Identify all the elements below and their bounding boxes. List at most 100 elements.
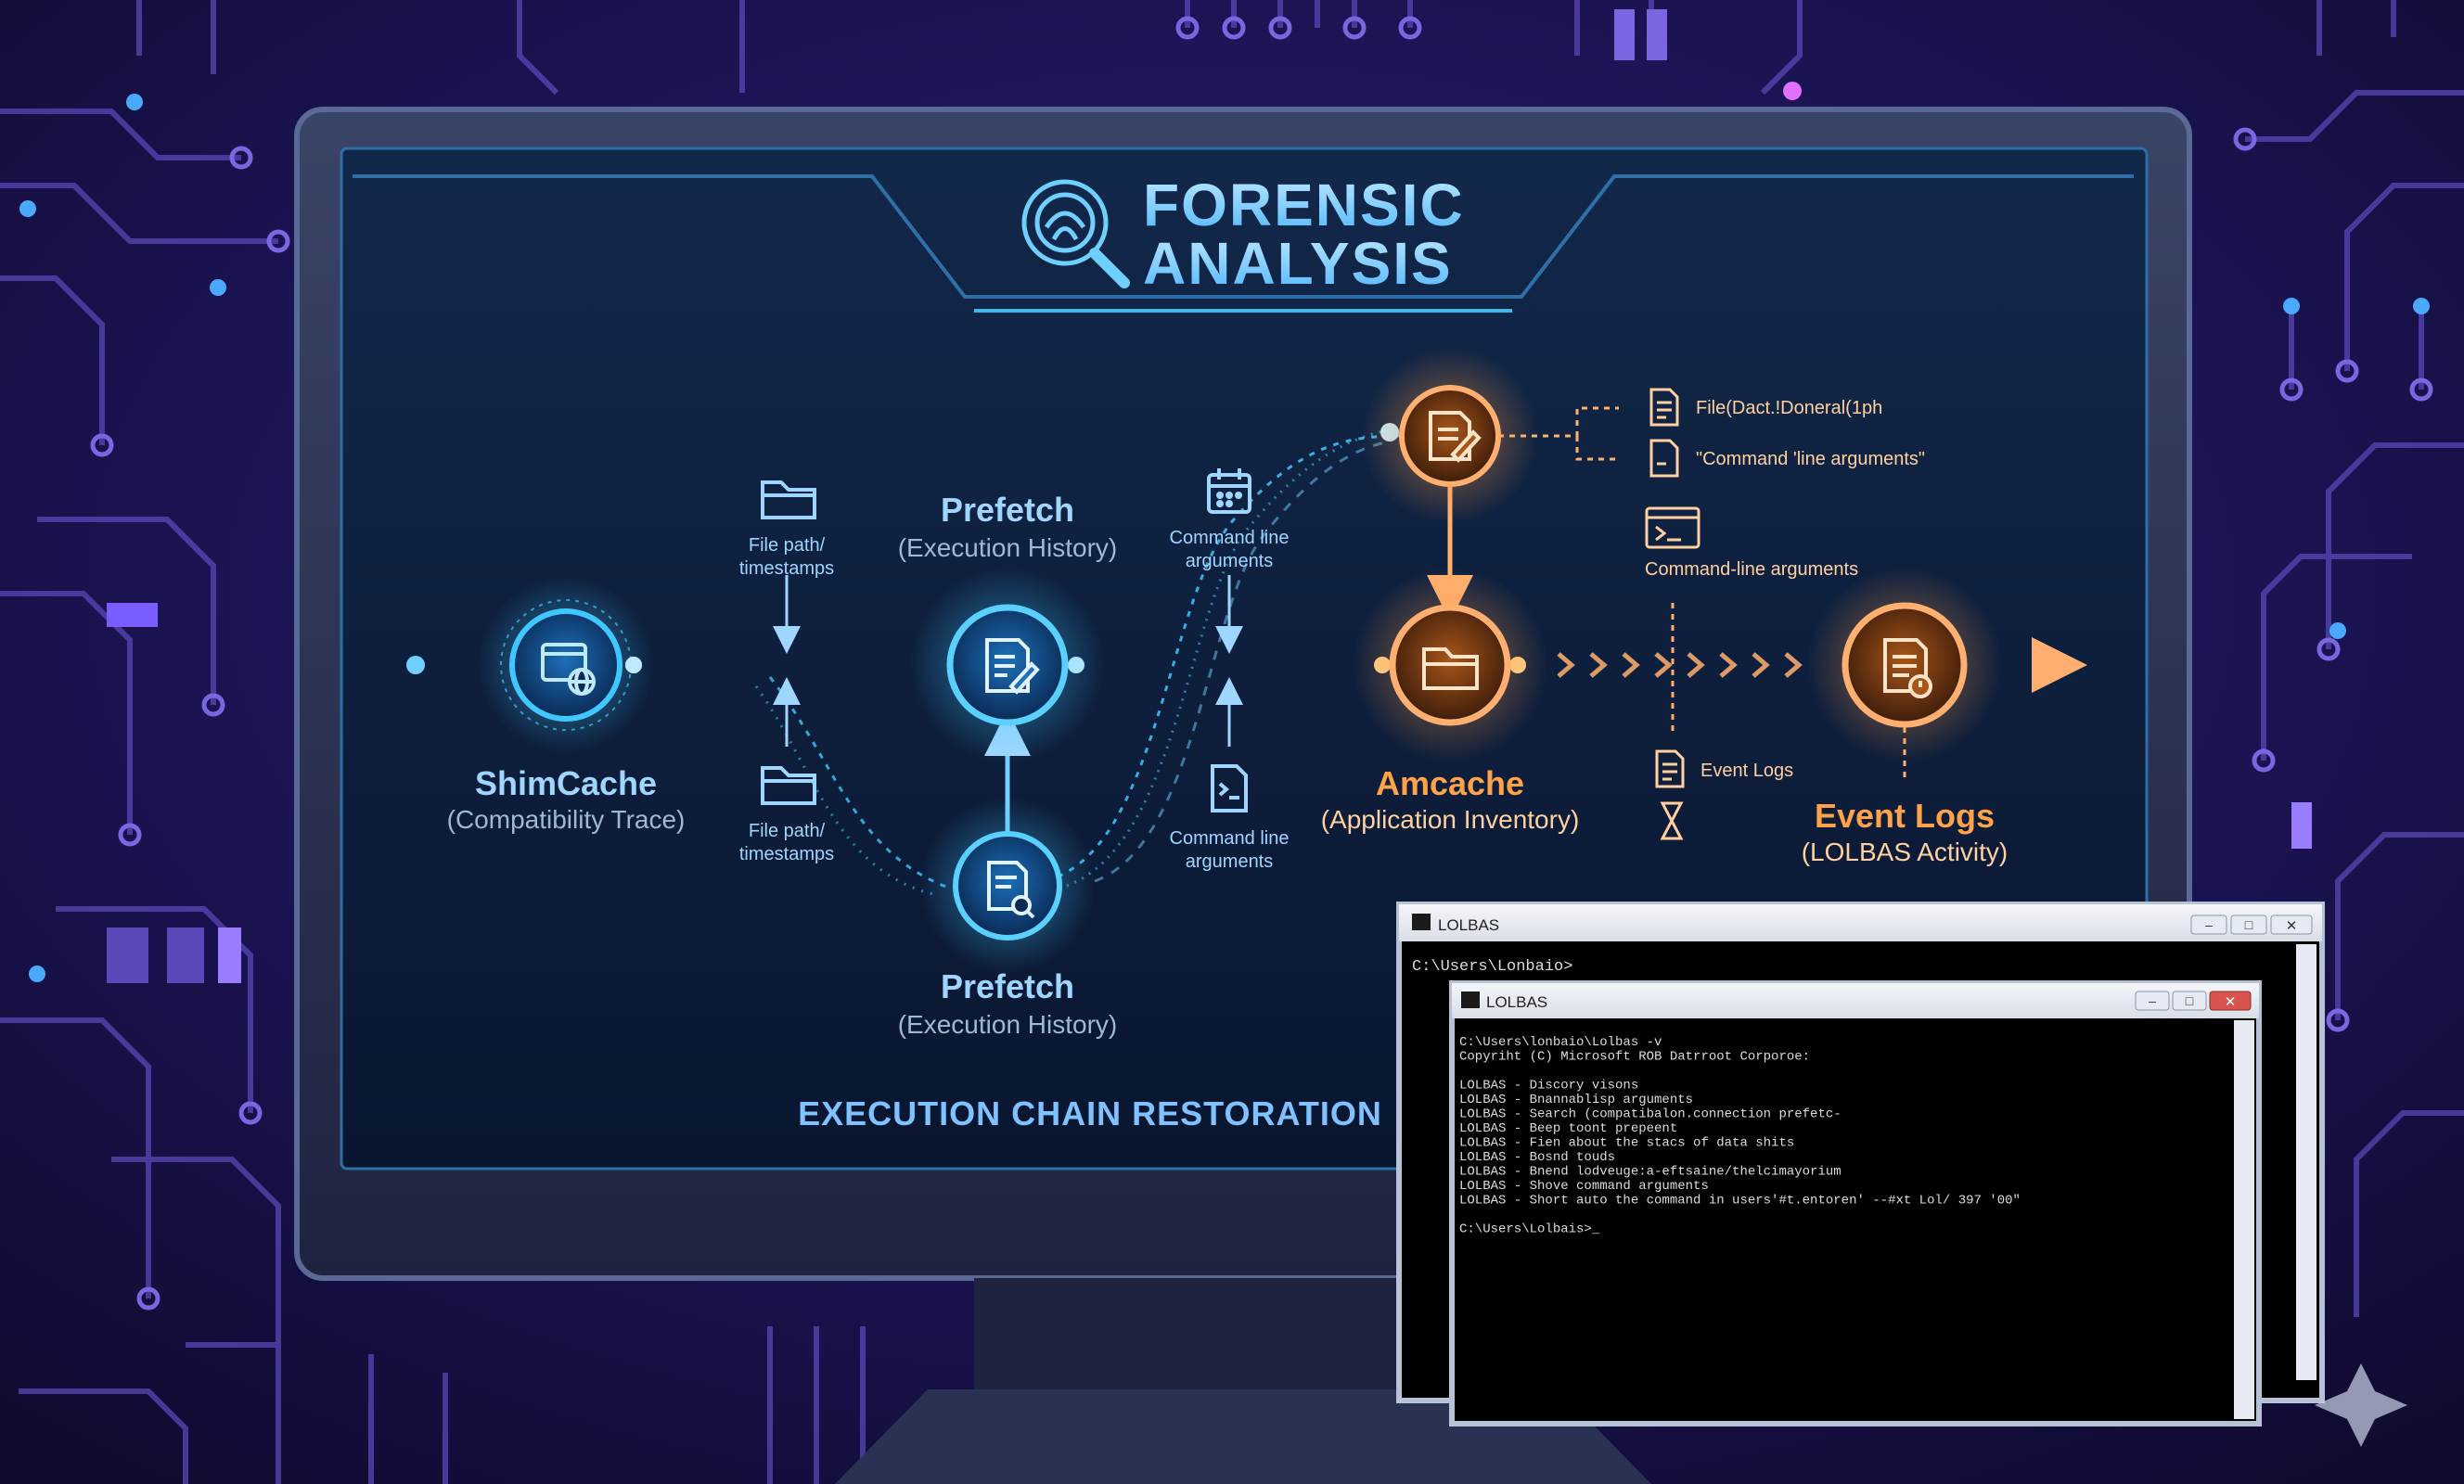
console-line: C:\Users\lonbaio\Lolbas -v <box>1459 1035 1662 1050</box>
flow-curves <box>754 427 1402 897</box>
chip-right <box>2291 802 2312 849</box>
circuit-lights-right <box>2283 298 2430 639</box>
circuit-lights-left <box>19 94 226 982</box>
shimcache-dot <box>625 657 642 673</box>
console-back-scrollbar[interactable] <box>2296 944 2316 1380</box>
console-line: Copyriht (C) Microsoft ROB Datrroot Corp… <box>1459 1050 1810 1065</box>
event-logs-title: Event Logs <box>1815 797 1995 835</box>
front-maximize-button[interactable] <box>2172 991 2207 1011</box>
cmd-quoted-label: "Command 'line arguments" <box>1696 449 1925 469</box>
cmd-top-line1: Command line <box>1170 528 1290 548</box>
console-line: C:\Users\Lolbais>_ <box>1459 1222 1600 1237</box>
document-icon-eventlog <box>1655 749 1685 788</box>
document-icon-file <box>1649 388 1679 427</box>
timeline-start-dot <box>406 656 425 674</box>
chip-top <box>1614 9 1635 60</box>
console-window-front[interactable]: LOLBAS – □ ✕ C:\Users\lonbaio\Lolbas -vC… <box>1449 980 2262 1426</box>
circuit-pattern-right <box>2245 0 2464 1317</box>
amcache-subtitle: (Application Inventory) <box>1321 805 1580 834</box>
front-minimize-icon: – <box>2149 993 2156 1008</box>
cmd-top-line2: arguments <box>1186 551 1274 571</box>
sparkle-icon <box>2315 1363 2407 1447</box>
fingerprint-magnifier-icon <box>1021 179 1130 288</box>
maximize-button[interactable] <box>2230 915 2267 935</box>
cmd-window-icon-front <box>1461 991 1480 1008</box>
chip-left-4 <box>218 928 241 983</box>
chip-left <box>107 603 158 627</box>
terminal-icon-orange <box>1645 506 1700 549</box>
circuit-nodes-top <box>1175 16 1422 40</box>
minimize-button[interactable] <box>2190 915 2227 935</box>
shimcache-title: ShimCache <box>475 764 657 802</box>
header-frame <box>501 174 2134 299</box>
console-line: LOLBAS - Search (compatibalon.connection… <box>1459 1107 1842 1122</box>
document-edit-icon <box>985 638 1040 695</box>
browser-globe-icon <box>541 643 596 696</box>
circuit-nodes-right <box>2233 127 2433 1032</box>
document-alert-icon <box>1883 638 1932 698</box>
close-button[interactable] <box>2270 915 2313 935</box>
console-back-line: C:\Users\Lonbaio> <box>1412 958 1572 976</box>
filepath-top-line1: File path/ <box>749 535 826 556</box>
console-line: LOLBAS - Bnannablisp arguments <box>1459 1093 1693 1107</box>
chip-left-2 <box>107 928 148 983</box>
maximize-icon: □ <box>2245 917 2253 932</box>
filepath-bottom-line2: timestamps <box>739 844 834 864</box>
cmd-window-icon <box>1412 914 1431 930</box>
close-icon: ✕ <box>2286 918 2298 934</box>
document-icon-cmd <box>1649 439 1679 478</box>
console-line: LOLBAS - Discory visons <box>1459 1079 1638 1094</box>
prefetch-bottom-subtitle: (Execution History) <box>898 1010 1118 1039</box>
monitor-stand <box>835 1389 1651 1484</box>
folder-icon-bottom <box>761 766 816 805</box>
shimcache-node <box>509 608 622 722</box>
filepath-top-line2: timestamps <box>739 558 834 579</box>
cmd-bottom-line1: Command line <box>1170 828 1290 849</box>
document-search-icon <box>987 861 1035 919</box>
console-front-title: LOLBAS <box>1486 993 1547 1011</box>
chevron-arrows <box>1557 652 1803 678</box>
calendar-icon <box>1207 468 1251 514</box>
shimcache-subtitle: (Compatibility Trace) <box>447 805 686 834</box>
prefetch-bottom-title: Prefetch <box>941 967 1074 1005</box>
front-close-icon: ✕ <box>2225 994 2237 1010</box>
minimize-icon: – <box>2205 917 2213 932</box>
cmd-line-args-label: Command-line arguments <box>1645 559 1858 580</box>
front-minimize-button[interactable] <box>2135 991 2170 1011</box>
orange-branches <box>1498 406 1619 461</box>
header-title-line1: FORENSIC <box>1143 172 1465 238</box>
chip-left-3 <box>167 928 204 983</box>
circuit-pattern-left <box>0 0 281 1484</box>
cmd-bottom-line2: arguments <box>1186 851 1274 872</box>
console-line: LOLBAS - Shove command arguments <box>1459 1179 1709 1194</box>
event-logs-subtitle: (LOLBAS Activity) <box>1802 838 2008 866</box>
orange-top-node <box>1399 385 1501 487</box>
console-line: LOLBAS - Fien about the stacs of data sh… <box>1459 1136 1794 1151</box>
header-title-line2: ANALYSIS <box>1143 230 1453 297</box>
file-data-label: File(Dact.!Doneral(1ph <box>1696 398 1882 418</box>
filepath-bottom-line1: File path/ <box>749 821 826 841</box>
console-line: LOLBAS - Bosnd touds <box>1459 1150 1615 1165</box>
console-line: LOLBAS - Short auto the command in users… <box>1459 1194 2021 1209</box>
front-close-button[interactable] <box>2209 991 2252 1011</box>
console-front-scrollbar[interactable] <box>2234 1020 2254 1419</box>
front-maximize-icon: □ <box>2186 993 2194 1008</box>
footer-label: EXECUTION CHAIN RESTORATION <box>798 1094 1382 1132</box>
amcache-title: Amcache <box>1376 764 1524 802</box>
console-line: LOLBAS - Bnend lodveuge:a-eftsaine/thelc… <box>1459 1165 1842 1180</box>
folder-icon <box>1422 647 1479 690</box>
event-logs-small-label: Event Logs <box>1700 761 1793 781</box>
terminal-icon <box>1211 764 1248 812</box>
document-edit-icon-orange <box>1429 411 1482 463</box>
folder-icon-top <box>761 480 816 519</box>
console-back-title: LOLBAS <box>1438 916 1499 934</box>
prefetch-top-title: Prefetch <box>941 491 1074 529</box>
chip-top-2 <box>1647 9 1667 60</box>
console-line: LOLBAS - Beep toont prepeent <box>1459 1121 1677 1136</box>
prefetch-top-subtitle: (Execution History) <box>898 533 1118 562</box>
circuit-light-top <box>1783 82 1802 100</box>
hourglass-icon <box>1660 801 1684 840</box>
circuit-nodes-left <box>90 146 290 1311</box>
